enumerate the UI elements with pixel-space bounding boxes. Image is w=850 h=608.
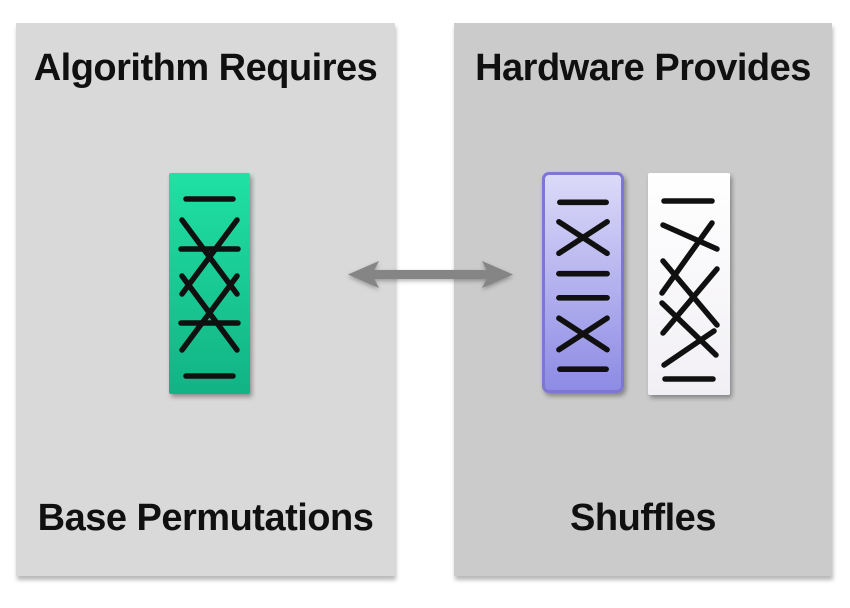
white-shuffle-card xyxy=(648,173,730,395)
purple-shuffle-card xyxy=(542,172,624,393)
algorithm-panel-title: Algorithm Requires xyxy=(33,47,378,89)
hardware-panel-title: Hardware Provides xyxy=(475,47,811,89)
permutation-network-pattern-icon xyxy=(178,196,241,379)
algorithm-panel-caption: Base Permutations xyxy=(37,497,374,539)
algorithm-panel: Algorithm Requires Base Permutations xyxy=(16,23,395,576)
panel-connector xyxy=(347,259,514,290)
base-permutations-card xyxy=(169,173,250,394)
shuffle-pattern-purple-icon xyxy=(556,199,610,372)
hardware-panel: Hardware Provides xyxy=(454,23,832,576)
shuffle-pattern-white-icon xyxy=(659,198,720,382)
hardware-panel-caption: Shuffles xyxy=(570,497,716,539)
double-headed-arrow-icon xyxy=(348,261,513,288)
